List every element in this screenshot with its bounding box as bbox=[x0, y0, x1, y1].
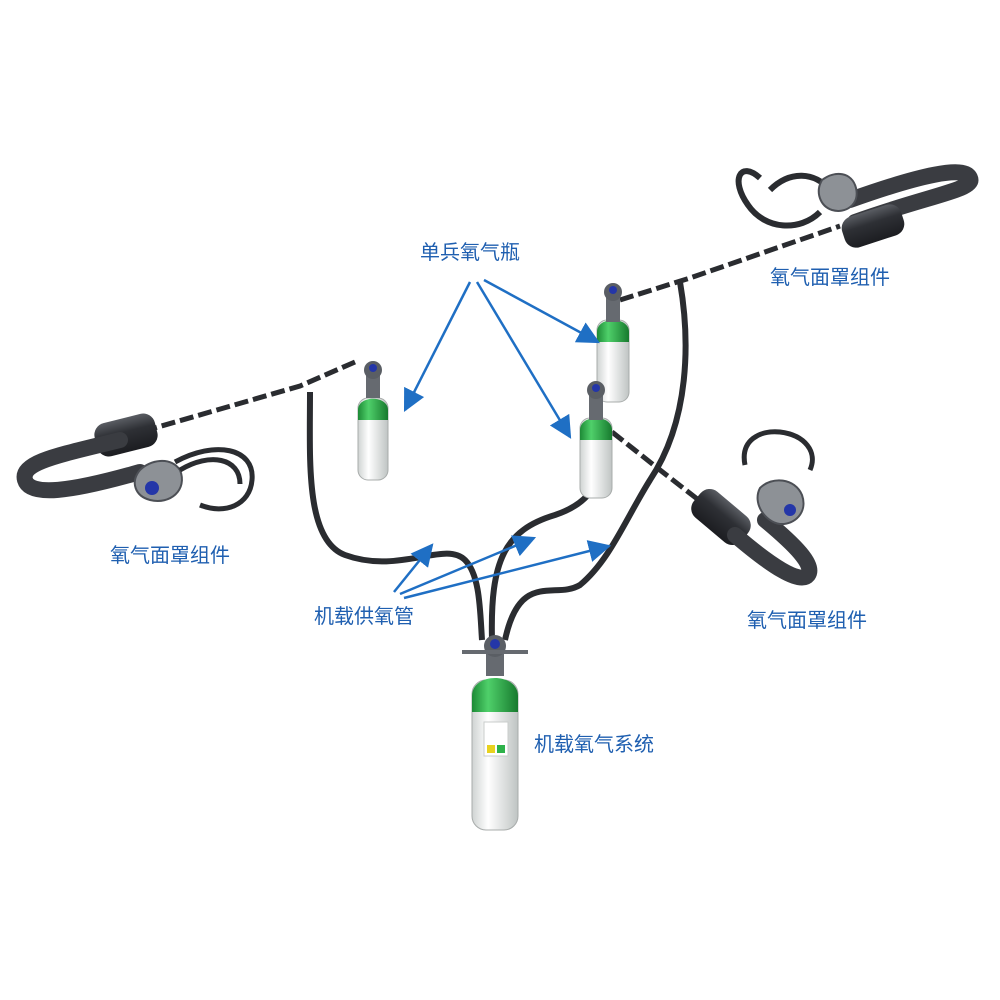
mask-assembly-left bbox=[16, 359, 356, 512]
label-supply-hose: 机载供氧管 bbox=[314, 604, 414, 628]
soldier-oxygen-bottle-right-mid bbox=[579, 381, 613, 499]
label-mask-assembly-right-top: 氧气面罩组件 bbox=[770, 265, 890, 289]
label-mask-assembly-left: 氧气面罩组件 bbox=[110, 543, 230, 567]
label-onboard-oxygen-system: 机载氧气系统 bbox=[534, 732, 654, 756]
mask-assembly-right-top bbox=[619, 164, 979, 303]
arrows-soldier-bottle bbox=[403, 278, 600, 439]
soldier-oxygen-bottle-right-top bbox=[596, 283, 630, 403]
soldier-oxygen-bottle-left bbox=[357, 361, 389, 481]
arrows-supply-hose bbox=[393, 535, 612, 600]
label-soldier-oxygen-bottle: 单兵氧气瓶 bbox=[420, 240, 520, 264]
label-mask-assembly-right-bottom: 氧气面罩组件 bbox=[747, 608, 867, 632]
onboard-oxygen-cylinder bbox=[462, 635, 528, 831]
mask-assembly-right-bottom bbox=[610, 429, 818, 586]
